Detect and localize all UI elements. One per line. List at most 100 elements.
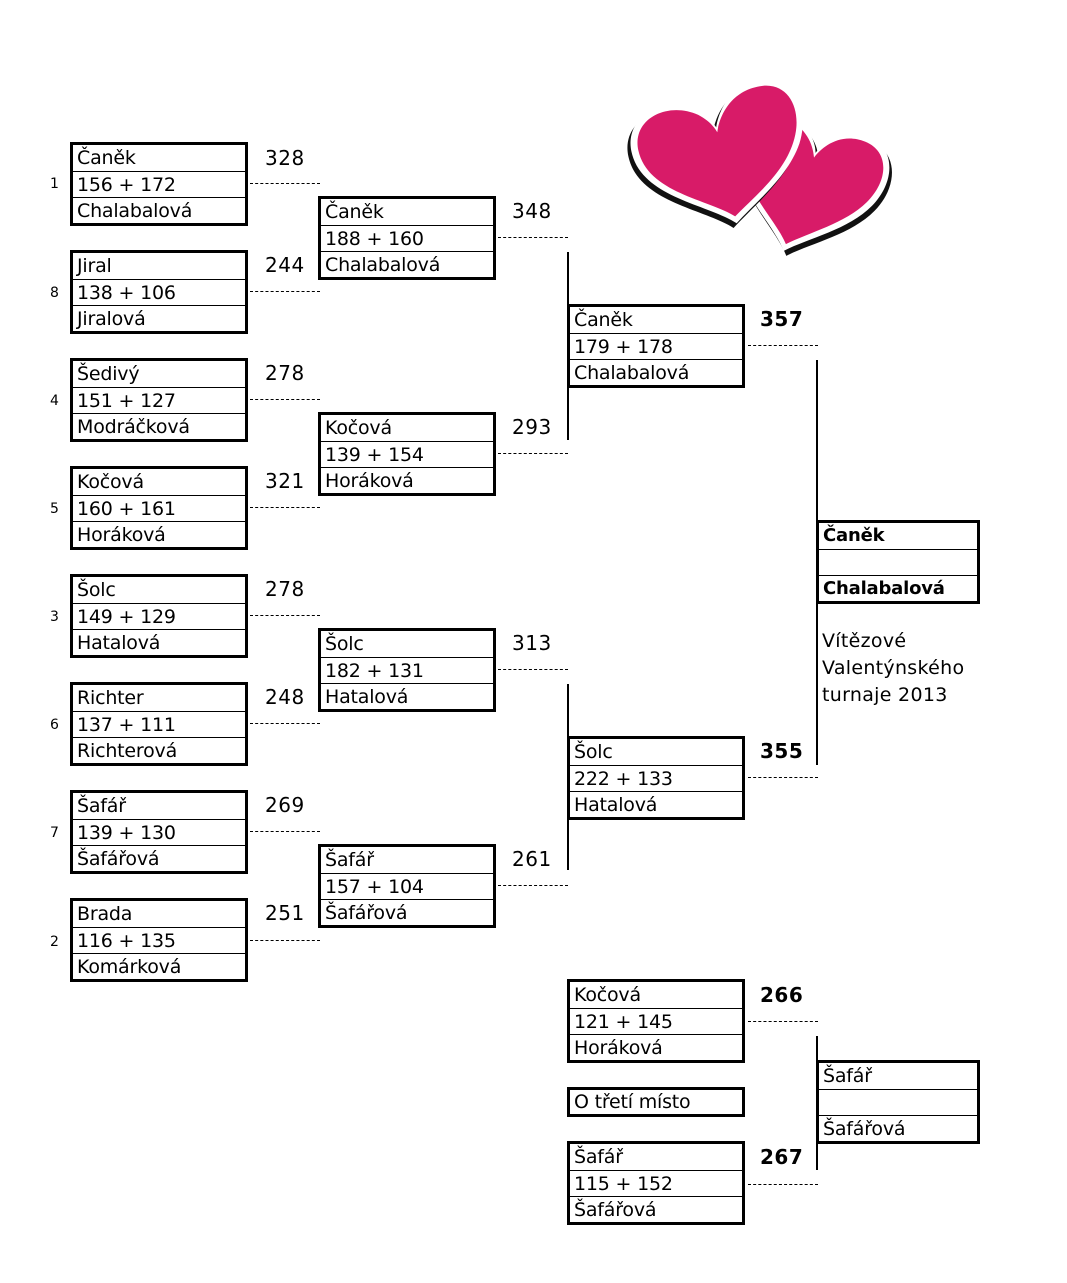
seed-number: 2 <box>50 934 59 950</box>
match-total: 321 <box>265 469 305 493</box>
match-total: 293 <box>512 415 552 439</box>
match-box: Kočová 160 + 161 Horáková <box>70 466 248 550</box>
match-total: 251 <box>265 901 305 925</box>
connector-line <box>250 183 320 184</box>
game-scores: 116 + 135 <box>73 927 245 953</box>
player1-name: Brada <box>77 903 133 925</box>
third-place-winner-box: Šafář Šafářová <box>816 1060 980 1144</box>
winners-caption: Vítězové Valentýnského turnaje 2013 <box>822 628 964 709</box>
player2-name: Šafářová <box>321 899 493 925</box>
match-box: Šafář 115 + 152 Šafářová <box>567 1141 745 1225</box>
match-total: 357 <box>760 307 804 331</box>
game-scores: 156 + 172 <box>73 171 245 197</box>
match-box: Čaněk 156 + 172 Chalabalová <box>70 142 248 226</box>
game-scores: 222 + 133 <box>570 765 742 791</box>
match-box: Brada 116 + 135 Komárková <box>70 898 248 982</box>
match-box: Šolc 182 + 131 Hatalová <box>318 628 496 712</box>
player1-name: Richter <box>77 687 144 709</box>
match-box: Čaněk 188 + 160 Chalabalová <box>318 196 496 280</box>
player2-name: Šafářová <box>73 845 245 871</box>
game-scores: 188 + 160 <box>321 225 493 251</box>
caption-line: turnaje 2013 <box>822 684 948 706</box>
connector-line <box>748 1021 818 1022</box>
connector-line <box>748 345 818 346</box>
winner-middle <box>819 1089 977 1115</box>
winner-player1: Šafář <box>823 1065 872 1087</box>
game-scores: 157 + 104 <box>321 873 493 899</box>
match-total: 355 <box>760 739 804 763</box>
player2-name: Modráčková <box>73 413 245 439</box>
player2-name: Horáková <box>73 521 245 547</box>
winner-player1: Čaněk <box>823 525 885 546</box>
match-box: Čaněk 179 + 178 Chalabalová <box>567 304 745 388</box>
player2-name: Hatalová <box>73 629 245 655</box>
seed-number: 4 <box>50 393 59 409</box>
connector-line <box>250 615 320 616</box>
game-scores: 182 + 131 <box>321 657 493 683</box>
player2-name: Chalabalová <box>321 251 493 277</box>
player1-name: Šafář <box>325 849 374 871</box>
player1-name: Šafář <box>574 1146 623 1168</box>
player2-name: Šafářová <box>570 1196 742 1222</box>
connector-line <box>748 777 818 778</box>
player1-name: Šolc <box>325 633 364 655</box>
match-total: 267 <box>760 1145 804 1169</box>
connector-line <box>498 237 568 238</box>
match-total: 269 <box>265 793 305 817</box>
third-place-label-box: O třetí místo <box>567 1087 745 1117</box>
seed-number: 1 <box>50 176 59 192</box>
match-total: 278 <box>265 577 305 601</box>
player2-name: Komárková <box>73 953 245 979</box>
player1-name: Čaněk <box>325 201 384 223</box>
match-total: 348 <box>512 199 552 223</box>
match-box: Šafář 139 + 130 Šafářová <box>70 790 248 874</box>
seed-number: 7 <box>50 825 59 841</box>
connector-line <box>498 885 568 886</box>
player2-name: Chalabalová <box>570 359 742 385</box>
connector-line <box>250 723 320 724</box>
game-scores: 151 + 127 <box>73 387 245 413</box>
player2-name: Hatalová <box>321 683 493 709</box>
game-scores: 149 + 129 <box>73 603 245 629</box>
match-total: 244 <box>265 253 305 277</box>
match-total: 313 <box>512 631 552 655</box>
seed-number: 5 <box>50 501 59 517</box>
player2-name: Richterová <box>73 737 245 763</box>
match-box: Šafář 157 + 104 Šafářová <box>318 844 496 928</box>
game-scores: 137 + 111 <box>73 711 245 737</box>
winner-box: Čaněk Chalabalová <box>816 520 980 604</box>
connector-line <box>498 669 568 670</box>
player2-name: Hatalová <box>570 791 742 817</box>
match-box: Šolc 222 + 133 Hatalová <box>567 736 745 820</box>
seed-number: 3 <box>50 609 59 625</box>
player1-name: Kočová <box>325 417 392 439</box>
match-total: 278 <box>265 361 305 385</box>
game-scores: 139 + 130 <box>73 819 245 845</box>
player1-name: Šedivý <box>77 363 140 385</box>
match-box: Šedivý 151 + 127 Modráčková <box>70 358 248 442</box>
winner-player2: Chalabalová <box>819 575 977 601</box>
connector-line <box>748 1184 818 1185</box>
match-total: 266 <box>760 983 804 1007</box>
player2-name: Jiralová <box>73 305 245 331</box>
player1-name: Jiral <box>77 255 112 277</box>
winner-middle <box>819 549 977 575</box>
third-place-label: O třetí místo <box>574 1091 691 1113</box>
caption-line: Valentýnského <box>822 657 965 679</box>
connector-line <box>250 940 320 941</box>
game-scores: 121 + 145 <box>570 1008 742 1034</box>
player1-name: Čaněk <box>77 147 136 169</box>
player1-name: Šafář <box>77 795 126 817</box>
seed-number: 8 <box>50 285 59 301</box>
player2-name: Horáková <box>570 1034 742 1060</box>
connector-line <box>250 507 320 508</box>
game-scores: 179 + 178 <box>570 333 742 359</box>
winner-player2: Šafářová <box>819 1115 977 1141</box>
match-box: Kočová 139 + 154 Horáková <box>318 412 496 496</box>
connector-line <box>250 399 320 400</box>
match-box: Jiral 138 + 106 Jiralová <box>70 250 248 334</box>
player1-name: Šolc <box>77 579 116 601</box>
game-scores: 115 + 152 <box>570 1170 742 1196</box>
match-total: 248 <box>265 685 305 709</box>
match-total: 261 <box>512 847 552 871</box>
